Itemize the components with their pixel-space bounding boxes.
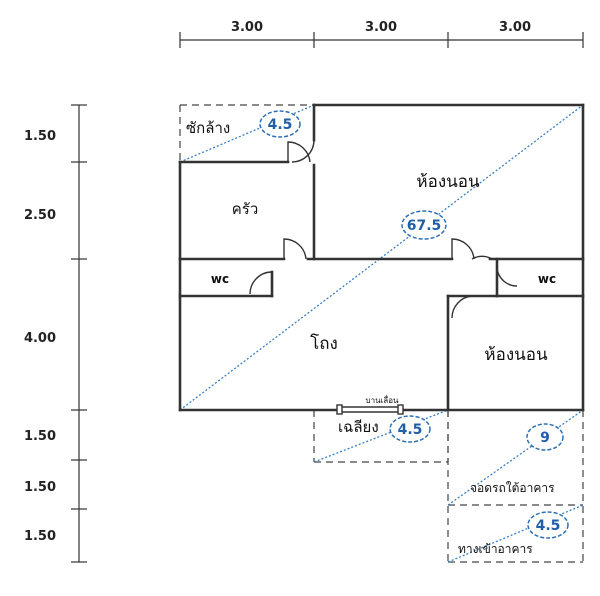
room-label-hall: โถง [310, 333, 338, 354]
door-swings [249, 139, 518, 319]
side-dimension-4: 1.50 [24, 429, 56, 444]
room-label-wc-left: wc [211, 272, 229, 286]
svg-text:4.5: 4.5 [398, 422, 423, 438]
area-badge-sink: 4.5 [259, 110, 301, 138]
room-label-wc-right: wc [538, 272, 556, 286]
room-label-parking: จอดรถใต้อาคาร [470, 481, 555, 495]
room-label-kitchen: ครัว [232, 200, 259, 218]
top-dimension-2: 3.00 [365, 20, 397, 35]
top-dimension-1: 3.00 [231, 20, 263, 35]
top-dimension-3: 3.00 [499, 20, 531, 35]
top-dimension-line [179, 32, 584, 48]
svg-text:9: 9 [540, 430, 550, 446]
side-dimension-5: 1.50 [24, 480, 56, 495]
sink-area-outline [179, 104, 314, 162]
room-label-entrance: ทางเข้าอาคาร [458, 542, 533, 556]
side-dimension-2: 2.50 [24, 208, 56, 223]
area-badge-parking: 9 [526, 423, 564, 451]
sliding-door [336, 404, 404, 415]
side-dimension-1: 1.50 [24, 129, 56, 144]
side-dimension-3: 4.00 [24, 331, 56, 346]
walls [178, 103, 585, 412]
svg-text:4.5: 4.5 [268, 117, 293, 133]
area-badge-entrance: 4.5 [527, 511, 569, 539]
room-label-sink: ซักล้าง [186, 119, 230, 137]
side-dimension-6: 1.50 [24, 529, 56, 544]
area-badge-porch: 4.5 [389, 415, 431, 443]
svg-text:4.5: 4.5 [536, 518, 561, 534]
parking-outline [447, 410, 584, 563]
side-dimension-line [71, 104, 87, 563]
sliding-door-label: บานเลื่อน [366, 394, 399, 405]
room-label-bedroom-top: ห้องนอน [416, 172, 480, 192]
room-label-bedroom-bottom: ห้องนอน [484, 345, 548, 365]
svg-text:67.5: 67.5 [407, 218, 442, 234]
area-badge-main: 67.5 [401, 210, 447, 240]
room-label-porch: เฉลียง [338, 418, 379, 436]
